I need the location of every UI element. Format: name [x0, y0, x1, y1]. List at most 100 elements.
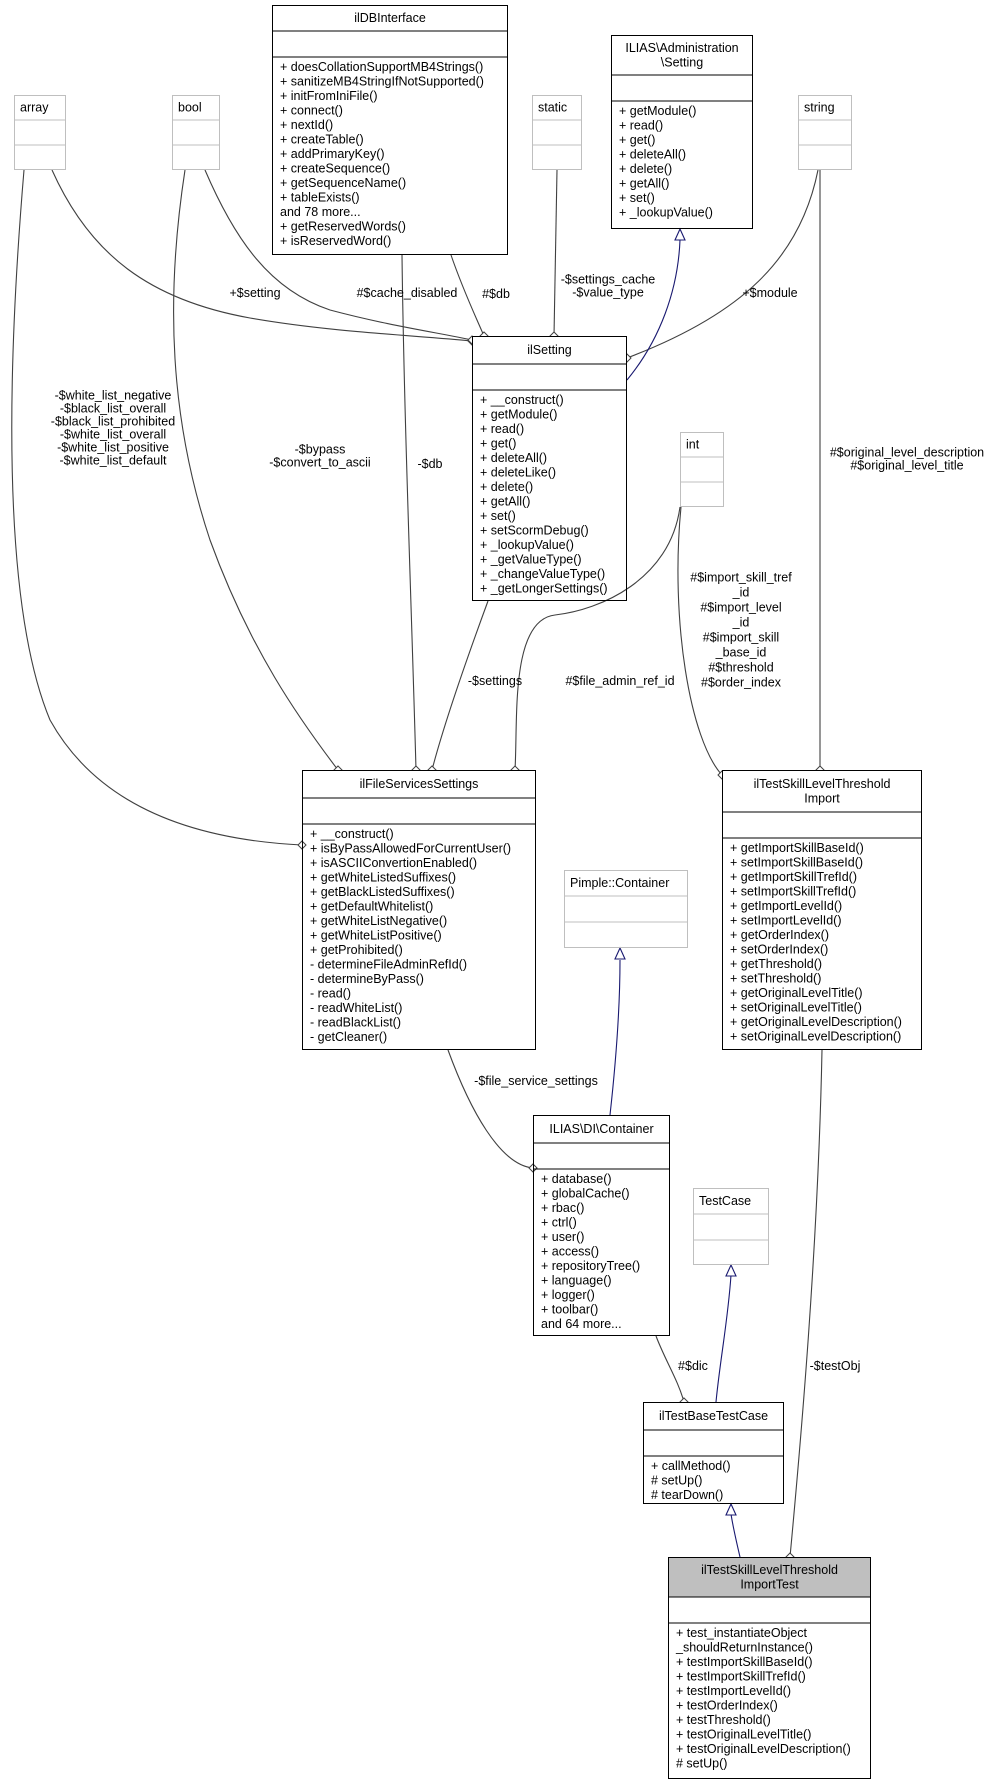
- class-header: [611, 35, 753, 75]
- class-header: [272, 5, 508, 31]
- class-method: - getCleaner(): [310, 1030, 387, 1044]
- class-method: + getAll(): [480, 495, 530, 509]
- class-static[interactable]: static: [532, 95, 582, 170]
- class-box: [564, 870, 688, 948]
- class-box: [680, 432, 724, 507]
- class-name: int: [686, 438, 700, 452]
- edge-label: -$db: [417, 457, 442, 471]
- class-box: [302, 770, 536, 1050]
- class-method: + logger(): [541, 1288, 595, 1302]
- class-method: # setUp(): [676, 1757, 727, 1771]
- edge-line: [431, 600, 489, 771]
- class-method: + __construct(): [310, 827, 394, 841]
- edge-static-ilSetting: [549, 169, 559, 341]
- class-ilFileServicesSettings[interactable]: ilFileServicesSettings + __construct() + i…: [302, 770, 536, 1050]
- class-method: + addPrimaryKey(): [280, 147, 385, 161]
- class-method: - determineByPass(): [310, 972, 424, 986]
- edge-fss-dic: [447, 1049, 538, 1173]
- class-PimpleContainer[interactable]: Pimple::Container: [564, 870, 688, 948]
- nodes-layer: ilDBInterface+ doesCollationSupportMB4St…: [14, 5, 922, 1779]
- class-method: + language(): [541, 1274, 612, 1288]
- class-method: _shouldReturnInstance(): [675, 1641, 813, 1655]
- class-name: ilDBInterface: [354, 11, 426, 25]
- edge-threshold-test: [785, 1049, 823, 1562]
- edge-line: [173, 169, 339, 771]
- edge-label: -$bypass: [295, 443, 346, 457]
- edge-line: [730, 1513, 741, 1558]
- inheritance-arrow-icon: [725, 1502, 737, 1516]
- class-method: + nextId(): [280, 118, 333, 132]
- class-method: + sanitizeMB4StringIfNotSupported(): [280, 75, 484, 89]
- edge-label: -$testObj: [810, 1359, 861, 1373]
- class-name: ilSetting: [527, 343, 572, 357]
- class-name: ILIAS\Administration: [625, 41, 738, 55]
- inheritance-arrow-icon: [674, 227, 686, 241]
- class-box: [668, 1557, 871, 1779]
- class-ilTestBaseTestCase[interactable]: ilTestBaseTestCase+ callMethod()# setUp(…: [643, 1402, 784, 1504]
- class-method: - readWhiteList(): [310, 1001, 402, 1015]
- class-method: + getOrderIndex(): [730, 928, 829, 942]
- edge-line: [514, 506, 681, 771]
- class-method: + getWhiteListedSuffixes(): [310, 871, 456, 885]
- class-ilDBInterface[interactable]: ilDBInterface+ doesCollationSupportMB4St…: [272, 5, 508, 255]
- edge-line: [401, 254, 417, 771]
- class-array[interactable]: array: [14, 95, 66, 170]
- class-ILIASAdministrationSetting[interactable]: ILIAS\Administration\Setting+ getModule(…: [611, 35, 753, 229]
- class-method: + set(): [619, 191, 655, 205]
- edge-line: [715, 1274, 732, 1403]
- class-header: [533, 1115, 670, 1143]
- class-method: + setImportLevelId(): [730, 914, 842, 928]
- class-method: and 78 more...: [280, 205, 361, 219]
- edge-db-fss: [401, 254, 421, 775]
- class-name: ilFileServicesSettings: [360, 777, 479, 791]
- edge-label: -$white_list_overall: [60, 428, 166, 442]
- class-bool[interactable]: bool: [172, 95, 220, 170]
- edge-test-base: [725, 1502, 741, 1558]
- edge-label: -$white_list_negative: [55, 389, 172, 403]
- class-header: [680, 432, 724, 457]
- class-method: + getImportSkillBaseId(): [730, 841, 864, 855]
- edge-label: -$black_list_overall: [60, 402, 166, 416]
- edge-line: [51, 169, 473, 342]
- class-TestCase[interactable]: TestCase: [693, 1188, 769, 1265]
- class-ilSetting[interactable]: ilSetting+ __construct()+ getModule()+ r…: [472, 336, 627, 601]
- class-method: - read(): [310, 987, 351, 1001]
- class-method: - determineFileAdminRefId(): [310, 958, 467, 972]
- edge-label: #$original_level_title: [850, 459, 963, 473]
- class-method: + testImportSkillTrefId(): [676, 1670, 806, 1684]
- edge-label: -$value_type: [572, 286, 644, 300]
- edge-label: #$file_admin_ref_id: [565, 674, 674, 688]
- edge-array-fss: [11, 169, 307, 850]
- edge-label: -$black_list_prohibited: [51, 415, 175, 429]
- class-method: + rbac(): [541, 1201, 584, 1215]
- edge-line: [626, 169, 819, 359]
- class-method: + toolbar(): [541, 1303, 598, 1317]
- class-method: + getOriginalLevelDescription(): [730, 1015, 902, 1029]
- class-ILIASDIContainer[interactable]: ILIAS\DI\Container+ database()+ globalCa…: [533, 1115, 670, 1336]
- edge-label: #$import_skill_tref: [690, 571, 792, 585]
- class-method: + isASCIIConvertionEnabled(): [310, 856, 477, 870]
- class-method: + connect(): [280, 104, 343, 118]
- class-method: # setUp(): [651, 1474, 702, 1488]
- class-box: [472, 336, 627, 601]
- class-method: + setOriginalLevelTitle(): [730, 1001, 862, 1015]
- class-int[interactable]: int: [680, 432, 724, 507]
- class-method: # tearDown(): [651, 1488, 723, 1502]
- class-name: string: [804, 101, 835, 115]
- edge-line: [11, 169, 303, 846]
- class-method: + delete(): [480, 480, 533, 494]
- class-header: [643, 1402, 784, 1430]
- class-method: + testImportLevelId(): [676, 1684, 791, 1698]
- class-string[interactable]: string: [798, 95, 852, 170]
- class-method: + deleteAll(): [619, 148, 686, 162]
- class-method: + testOrderIndex(): [676, 1699, 778, 1713]
- class-method: + _lookupValue(): [619, 206, 713, 220]
- class-box: [14, 95, 66, 170]
- edge-line: [626, 239, 681, 381]
- edge-label: +$module: [742, 286, 797, 300]
- class-method: + getThreshold(): [730, 957, 822, 971]
